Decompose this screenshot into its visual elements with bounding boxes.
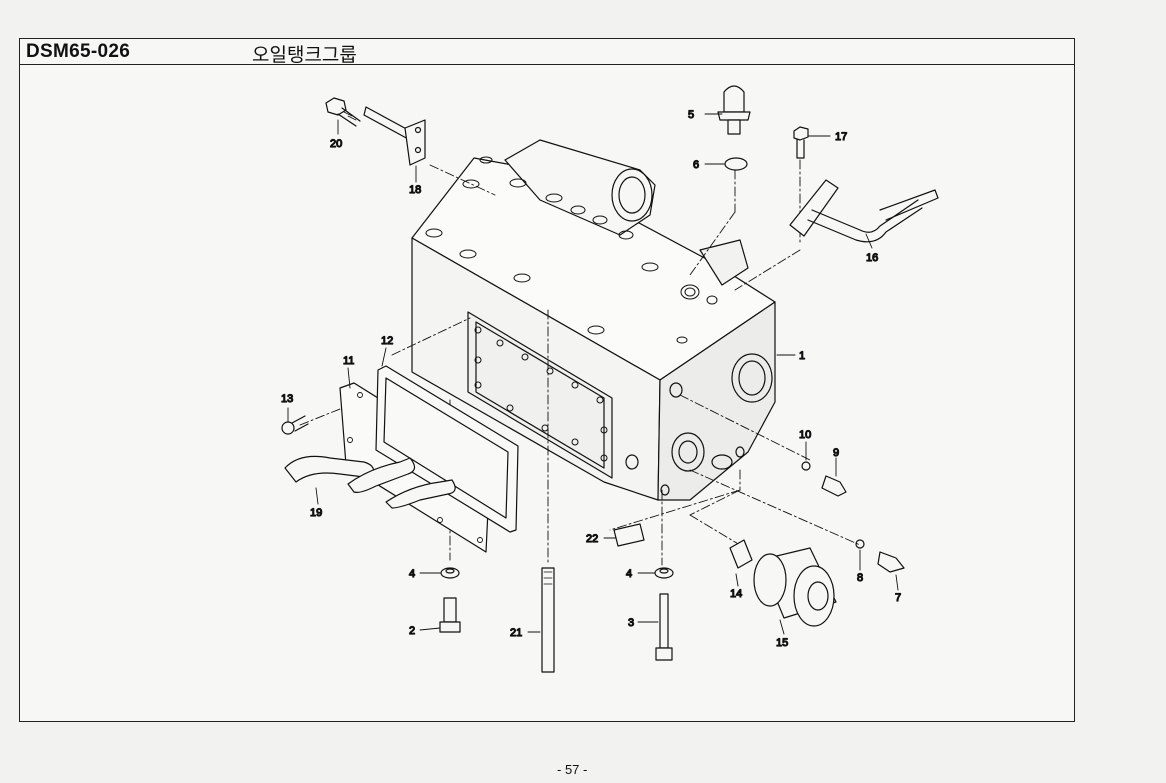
callout-3: 3 (628, 617, 634, 629)
callout-16: 16 (866, 252, 878, 264)
callout-14: 14 (730, 588, 742, 600)
callout-4-right: 4 (626, 568, 632, 580)
callout-15: 15 (776, 637, 788, 649)
callout-7: 7 (895, 592, 901, 604)
part-15-oil-filter (753, 547, 837, 627)
callout-12: 12 (381, 335, 393, 347)
part-22-clip (613, 523, 645, 547)
callout-18: 18 (409, 184, 421, 196)
part-12-gasket (375, 365, 519, 533)
callout-5: 5 (688, 109, 694, 121)
part-17-bolt (793, 126, 809, 159)
callout-1: 1 (799, 350, 805, 362)
part-14-nipple (729, 539, 753, 569)
part-6-o-ring (724, 157, 748, 171)
part-5-breather (717, 85, 751, 135)
part-16-pipe-bracket (789, 179, 939, 243)
part-4-washer-left (440, 567, 460, 579)
part-7-bolt (877, 551, 905, 573)
callout-17: 17 (835, 131, 847, 143)
callout-4-left: 4 (409, 568, 415, 580)
part-2-bolt (439, 597, 461, 633)
callout-numbers: 1 2 3 4 4 5 6 7 8 9 10 11 12 13 14 15 16… (280, 108, 901, 649)
part-8-washer (855, 539, 865, 549)
callout-13: 13 (281, 393, 293, 405)
leader-lines (287, 113, 899, 635)
callout-10: 10 (799, 429, 811, 441)
part-9-bolt (821, 475, 847, 497)
callout-11: 11 (343, 355, 354, 367)
callout-20: 20 (330, 138, 342, 150)
callout-6: 6 (693, 159, 699, 171)
callout-8: 8 (857, 572, 863, 584)
callout-2: 2 (409, 625, 415, 637)
part-3-bolt (655, 593, 673, 661)
part-20-bolt (325, 97, 361, 127)
part-19-hoses (284, 455, 456, 509)
callout-22: 22 (586, 533, 598, 545)
callout-9: 9 (833, 447, 839, 459)
sheet-header: DSM65-026 오일탱크그룹 (20, 39, 1074, 66)
diagram-title: 오일탱크그룹 (252, 44, 357, 66)
part-21-stud (541, 567, 555, 673)
page-number: - 57 - (557, 762, 588, 777)
callout-19: 19 (310, 507, 322, 519)
diagram-code: DSM65-026 (26, 41, 131, 62)
callout-21: 21 (510, 627, 522, 639)
part-18-bracket (363, 106, 426, 166)
part-10-washer (801, 461, 811, 471)
part-13-bolt (281, 415, 309, 435)
part-4-washer-right (654, 567, 674, 579)
oil-tank-housing (411, 139, 776, 501)
